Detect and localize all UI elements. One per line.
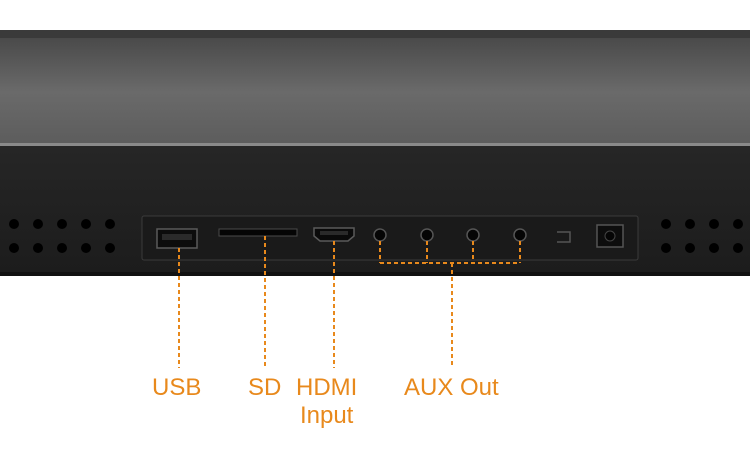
usb-label: USB xyxy=(152,374,202,401)
aux-out-label: AUX Out xyxy=(404,374,499,401)
sd-label: SD xyxy=(248,374,282,401)
hdmi-port-icon xyxy=(313,227,355,242)
hdmi-input-label: HDMI Input xyxy=(296,374,357,430)
hdmi-label-line1: HDMI xyxy=(296,374,358,401)
usb-port-icon xyxy=(156,228,198,249)
sd-slot-icon xyxy=(218,228,298,237)
port-recess xyxy=(141,215,639,261)
hdmi-label-line2: Input xyxy=(299,402,354,429)
screen-panel xyxy=(0,38,750,146)
left-speaker-grille xyxy=(9,219,115,253)
top-bezel xyxy=(0,30,750,38)
device-bottom-edge xyxy=(0,272,750,276)
dc-power-jack-icon xyxy=(596,224,624,248)
switch-icon xyxy=(557,231,571,243)
callout-lines xyxy=(178,236,521,368)
screen-edge-highlight xyxy=(0,143,750,146)
right-speaker-grille xyxy=(661,219,743,253)
